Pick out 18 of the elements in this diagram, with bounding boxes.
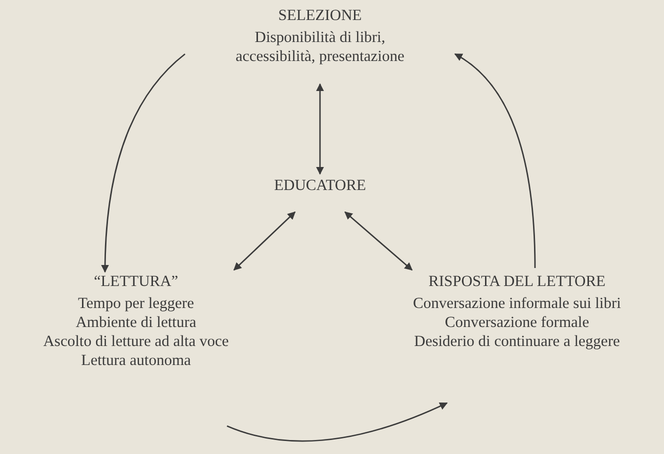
node-text: Conversazione informale sui libri xyxy=(412,294,622,313)
node-heading: EDUCATORE xyxy=(273,176,367,196)
arrow xyxy=(454,53,536,268)
node-text: Ambiente di lettura xyxy=(74,313,198,332)
arrow xyxy=(316,83,324,175)
node-heading: SELEZIONE xyxy=(277,6,363,26)
node-heading: RISPOSTA DEL LETTORE xyxy=(427,272,607,292)
node-text: Disponibilità di libri, accessibilità, presentazione xyxy=(234,28,406,66)
node-text: Conversazione formale xyxy=(444,313,590,332)
node-heading: “LETTURA” xyxy=(92,272,180,292)
arrow xyxy=(344,211,413,271)
arrow xyxy=(233,211,296,271)
arrow xyxy=(226,402,448,442)
node-text: Tempo per leggere xyxy=(77,294,195,313)
node-text: Lettura autonoma xyxy=(80,351,192,370)
node-text: Desiderio di continuare a leggere xyxy=(413,332,621,351)
arrow xyxy=(101,53,186,273)
node-text: Ascolto di letture ad alta voce xyxy=(42,332,230,351)
